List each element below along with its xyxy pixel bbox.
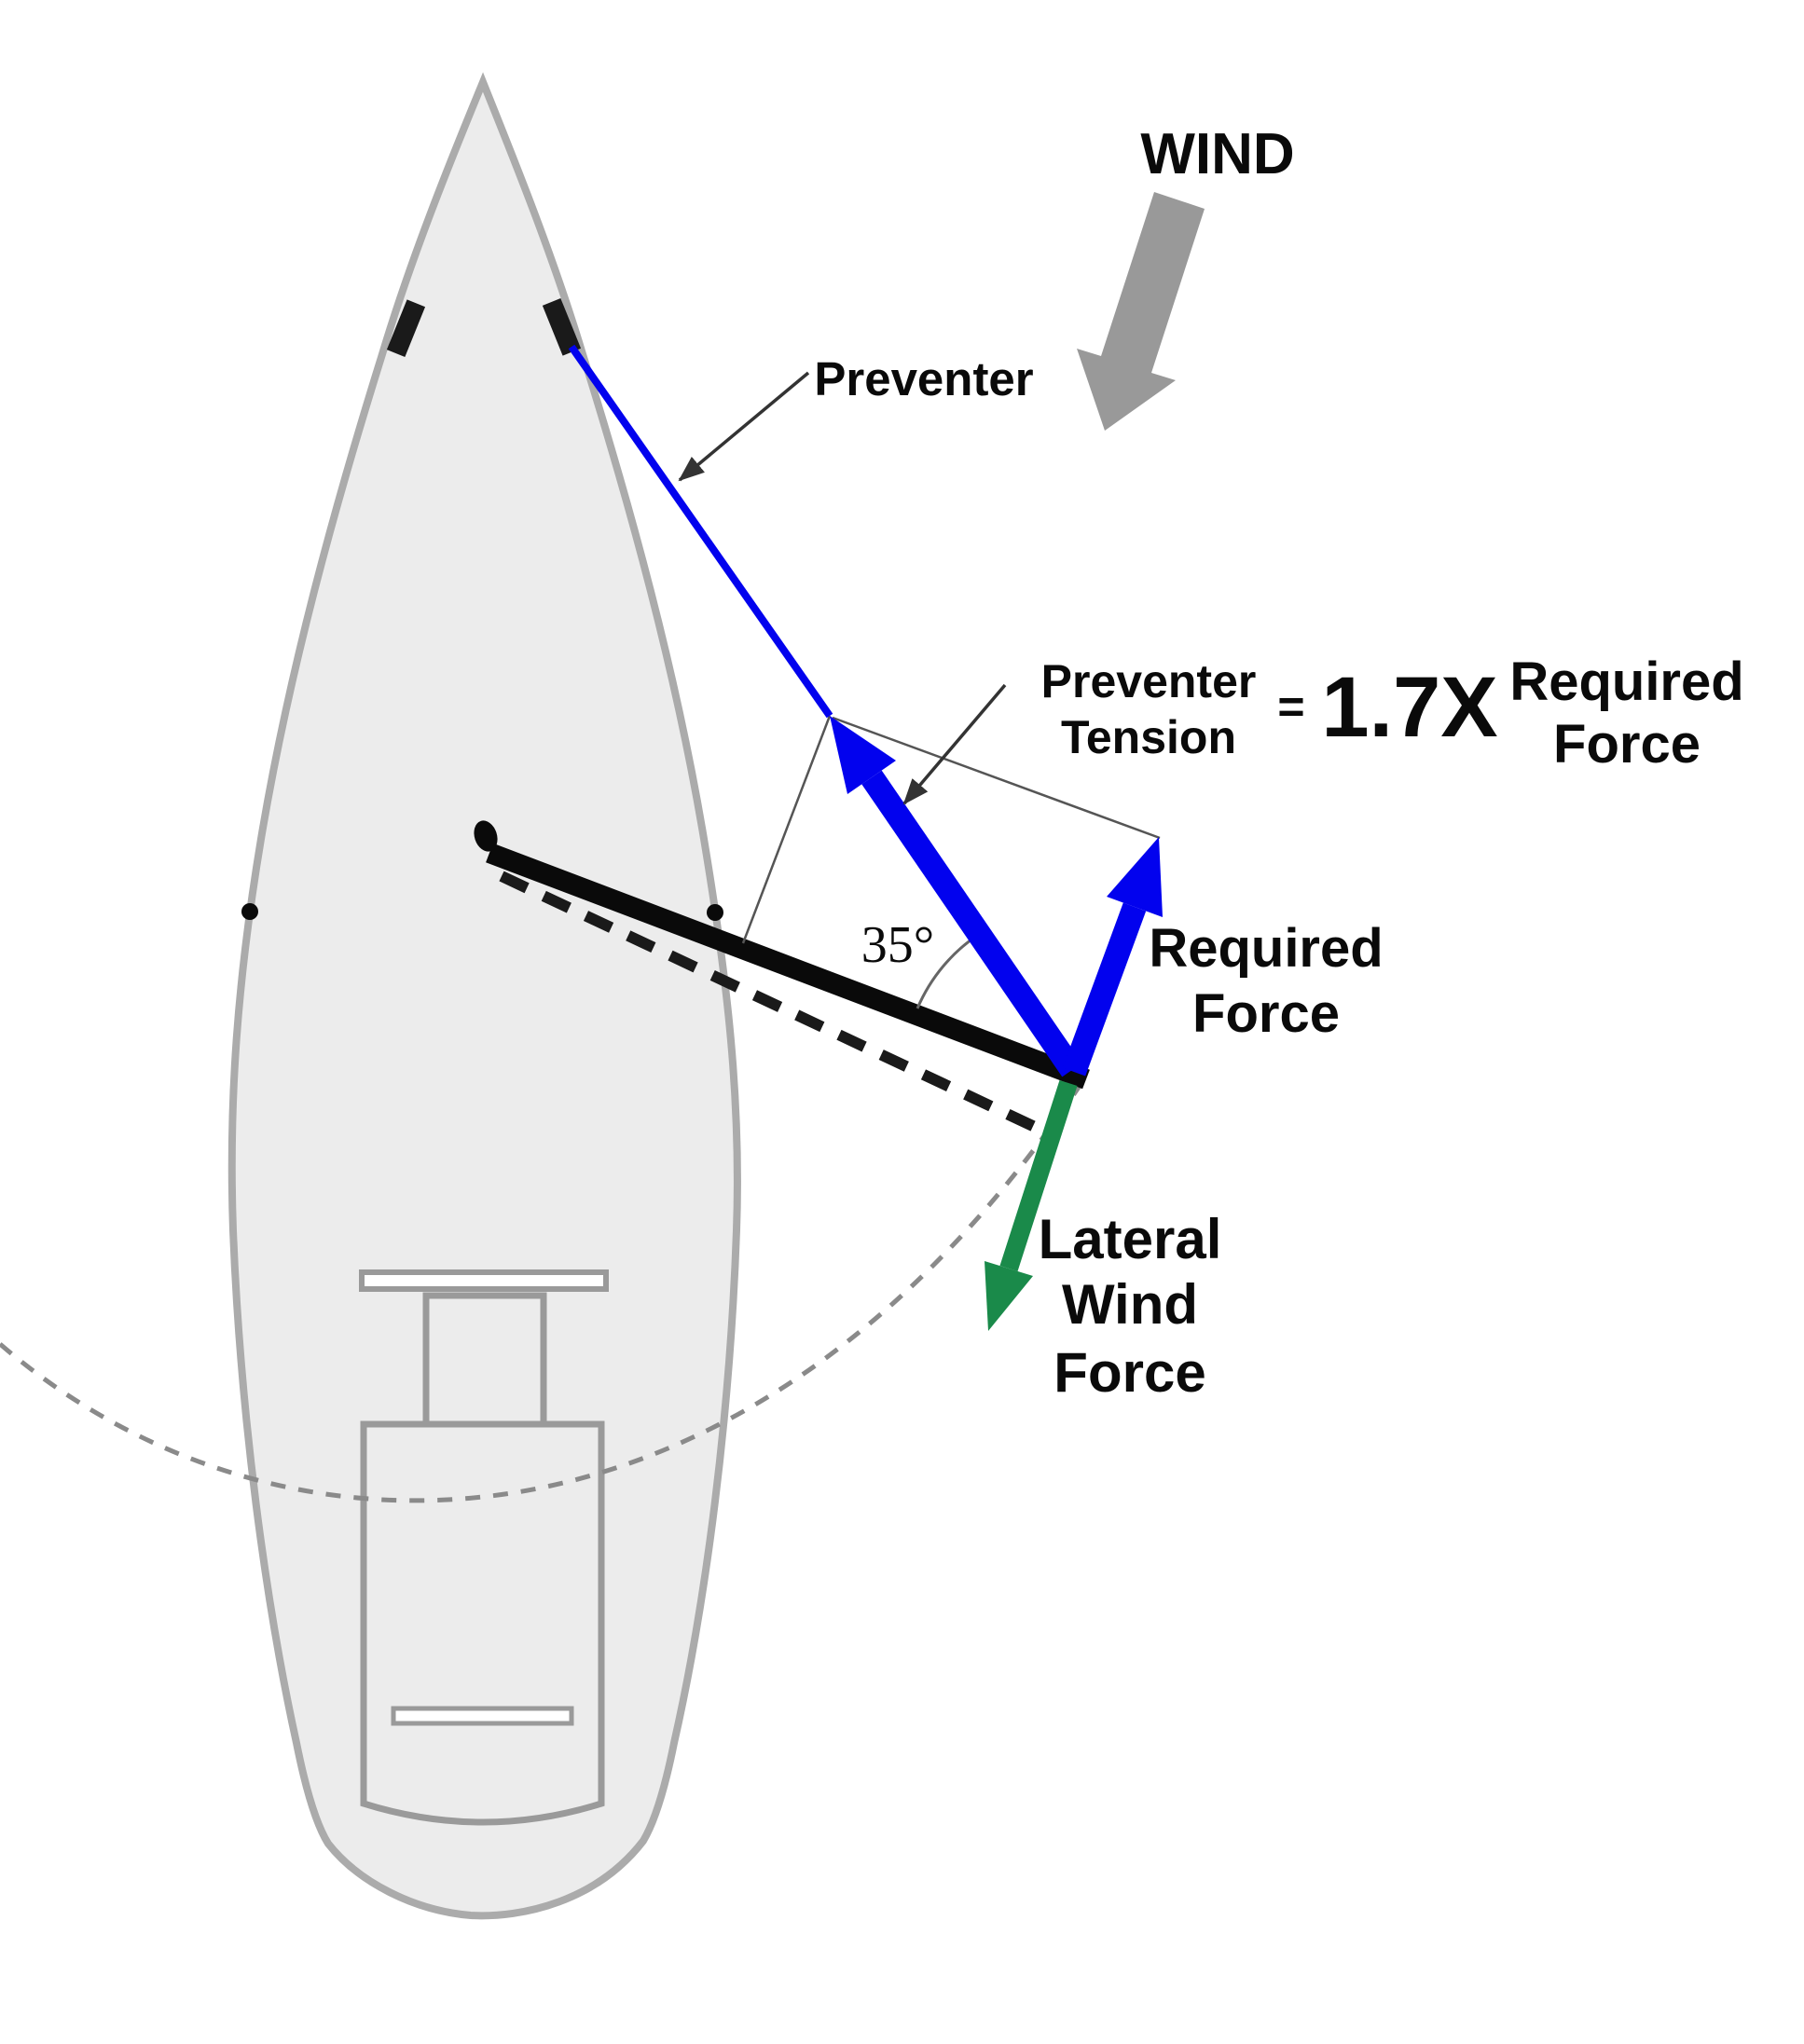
equation-equals: = xyxy=(1277,680,1304,733)
preventer-tension-leader-line xyxy=(902,683,1007,805)
parallelogram-side-left xyxy=(741,715,832,944)
wind-arrow xyxy=(1077,192,1205,431)
port-chainplate-dot xyxy=(241,903,258,920)
lateral-wind-force-label-line2: Wind xyxy=(1062,1273,1198,1336)
wind-label: WIND xyxy=(1140,122,1294,186)
equation-lhs-line1: Preventer xyxy=(1041,655,1257,707)
cockpit xyxy=(360,1420,605,1826)
equation-rhs-line1: Required xyxy=(1509,652,1743,712)
equation-rhs-line2: Force xyxy=(1553,714,1701,775)
preventer-tension-arrow xyxy=(830,716,1082,1077)
required-force-label-line1: Required xyxy=(1149,918,1383,979)
equation-coefficient: 1.7X xyxy=(1321,660,1497,755)
mast xyxy=(474,820,498,852)
traveler-bar xyxy=(359,1269,609,1292)
parallelogram-side-top xyxy=(832,716,1161,840)
cockpit-seat-bar xyxy=(391,1706,574,1726)
preventer-leader-line xyxy=(678,371,810,482)
lateral-wind-force-label-line1: Lateral xyxy=(1039,1208,1222,1270)
boom-dashed-position xyxy=(499,871,1040,1133)
preventer-line xyxy=(568,344,833,719)
required-force-label-line2: Force xyxy=(1192,983,1340,1044)
equation-lhs-line2: Tension xyxy=(1061,711,1236,763)
boom xyxy=(486,843,1090,1090)
bow-cleat-starboard xyxy=(542,297,582,356)
starboard-chainplate-dot xyxy=(707,904,723,921)
required-force-arrow xyxy=(1062,837,1163,1077)
lateral-wind-force-label-line3: Force xyxy=(1053,1341,1205,1404)
preventer-label: Preventer xyxy=(814,352,1033,405)
bow-cleat-port xyxy=(386,299,426,358)
boat-hull xyxy=(227,72,741,1920)
lateral-wind-force-arrow xyxy=(985,1079,1078,1331)
angle-label: 35° xyxy=(861,916,934,974)
